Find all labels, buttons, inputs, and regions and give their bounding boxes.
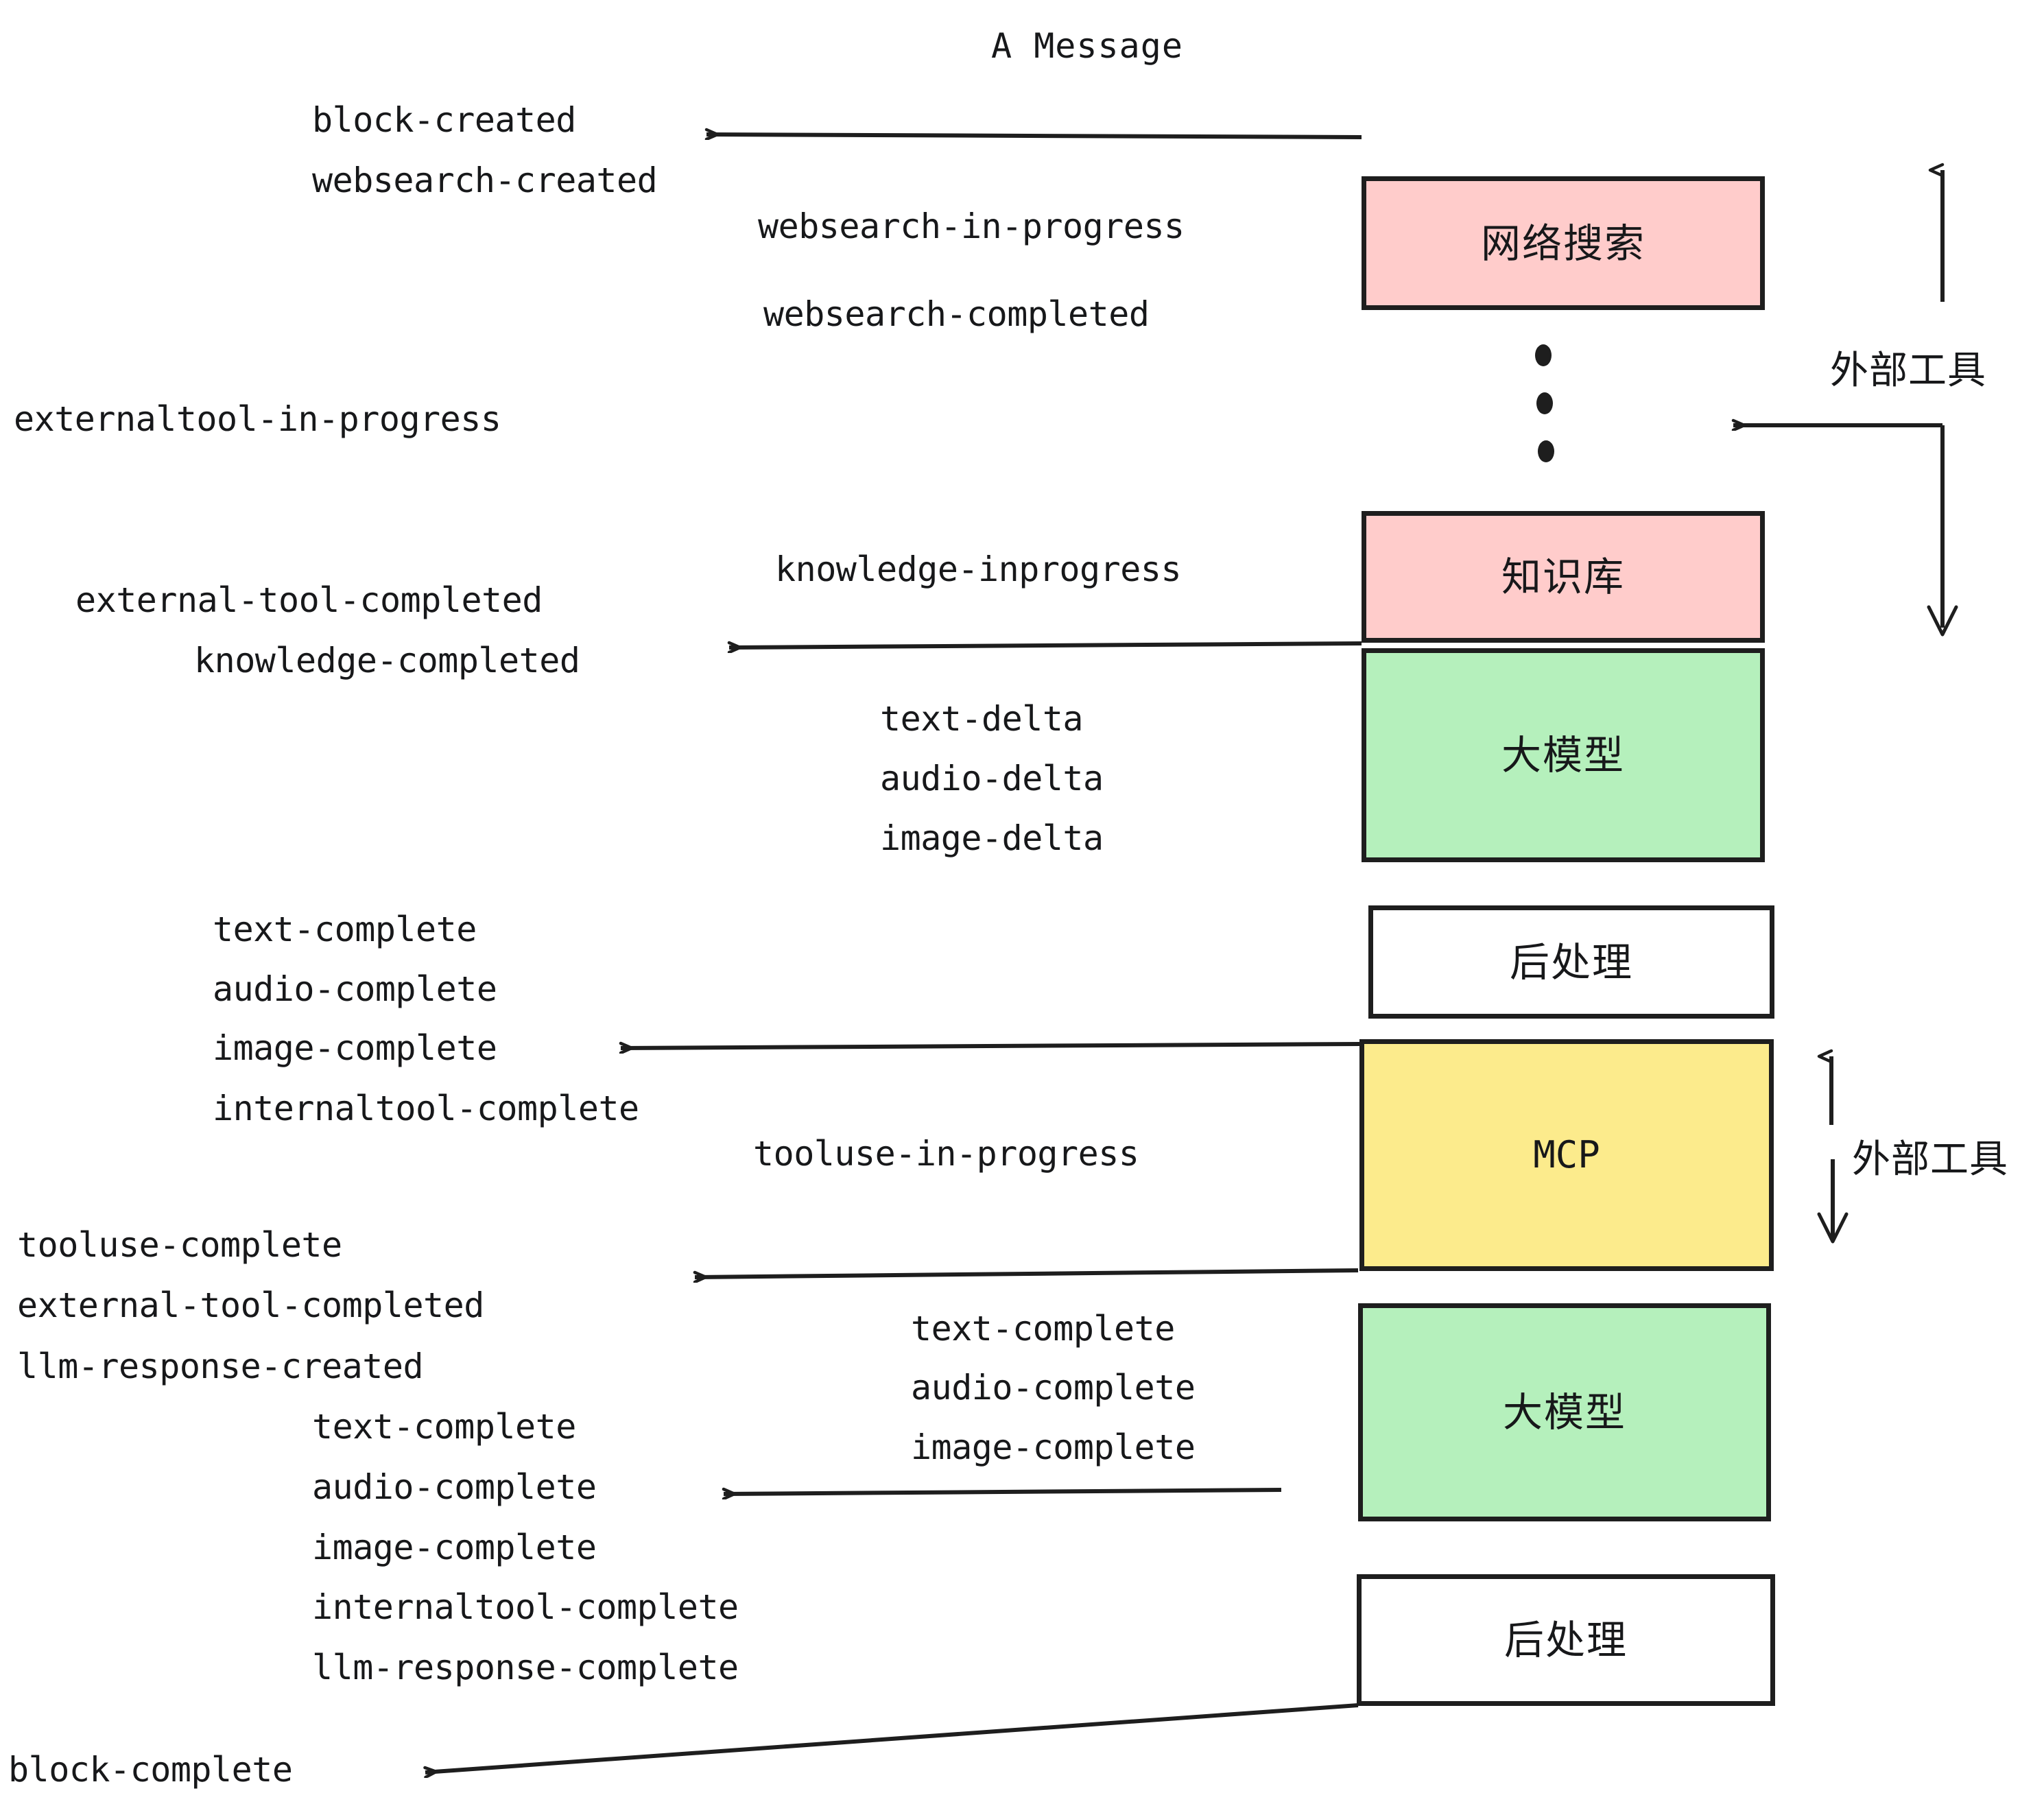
box-postprocess-top[interactable]: 后处理 — [1368, 905, 1774, 1019]
event-label-text-delta-2: text-complete — [911, 1309, 1175, 1349]
side-note-external-tool-top: 外部工具 — [1830, 348, 1986, 393]
event-label-audio-complete-2: audio-complete — [312, 1467, 597, 1507]
box-llm-bottom[interactable]: 大模型 — [1358, 1303, 1771, 1521]
event-label-knowledge-completed: knowledge-completed — [194, 641, 580, 680]
box-knowledge-label: 知识库 — [1501, 554, 1625, 600]
event-label-tooluse-complete: tooluse-complete — [17, 1225, 342, 1265]
event-label-audio-delta-1: audio-delta — [880, 759, 1104, 798]
arrow-llm-bottom-to-audio-complete — [724, 1490, 1282, 1494]
event-label-externaltool-in-progress: externaltool-in-progress — [14, 399, 501, 439]
event-label-tooluse-in-progress: tooluse-in-progress — [753, 1134, 1139, 1174]
arrow-websearch-to-created — [706, 134, 1362, 137]
box-websearch[interactable]: 网络搜索 — [1362, 176, 1765, 310]
event-label-external-tool-completed-1: external-tool-completed — [75, 580, 543, 620]
box-postprocess-top-label: 后处理 — [1509, 938, 1633, 986]
event-label-block-created: block-created — [312, 100, 576, 140]
arrow-postprocess-to-block-complete — [425, 1703, 1359, 1772]
box-mcp[interactable]: MCP — [1359, 1039, 1774, 1271]
page-title: A Message — [991, 26, 1183, 66]
event-label-knowledge-inprogress: knowledge-inprogress — [775, 549, 1182, 589]
box-websearch-label: 网络搜索 — [1480, 219, 1645, 267]
external-tool-bracket-bottom — [1817, 1056, 1849, 1244]
event-label-audio-delta-2: audio-complete — [911, 1368, 1196, 1408]
event-label-image-complete-1: image-complete — [213, 1028, 497, 1068]
event-label-text-delta-1: text-delta — [880, 699, 1084, 739]
vertical-ellipsis-dots — [1535, 344, 1554, 462]
box-postprocess-bottom-label: 后处理 — [1504, 1617, 1628, 1663]
event-label-llm-response-complete: llm-response-complete — [312, 1648, 739, 1687]
event-label-internaltool-complete-2: internaltool-complete — [312, 1587, 739, 1627]
event-label-text-complete-2: text-complete — [312, 1407, 576, 1447]
event-label-llm-response-created: llm-response-created — [17, 1346, 424, 1386]
event-label-external-tool-completed-2: external-tool-completed — [17, 1285, 484, 1325]
event-label-image-delta-2: image-complete — [911, 1427, 1196, 1467]
box-postprocess-bottom[interactable]: 后处理 — [1357, 1574, 1775, 1706]
box-knowledge[interactable]: 知识库 — [1362, 511, 1765, 643]
arrow-mcp-to-tooluse-complete — [695, 1268, 1359, 1277]
event-label-websearch-completed: websearch-completed — [763, 294, 1150, 334]
box-llm-bottom-label: 大模型 — [1502, 1389, 1626, 1436]
event-label-block-complete: block-complete — [8, 1750, 293, 1790]
event-label-websearch-created: websearch-created — [312, 161, 658, 200]
box-llm-top-label: 大模型 — [1501, 732, 1625, 779]
event-label-image-complete-2: image-complete — [312, 1528, 597, 1567]
event-label-text-complete-1: text-complete — [213, 910, 477, 949]
event-label-internaltool-complete-1: internaltool-complete — [213, 1089, 639, 1128]
event-label-websearch-in-progress: websearch-in-progress — [758, 206, 1185, 246]
side-note-external-tool-bottom: 外部工具 — [1852, 1137, 2008, 1182]
external-tool-bracket-top — [1733, 170, 1958, 637]
arrow-llm-top-to-image-complete — [621, 1044, 1360, 1048]
box-llm-top[interactable]: 大模型 — [1362, 648, 1765, 862]
arrow-knowledge-to-completed — [729, 643, 1362, 648]
box-mcp-label: MCP — [1533, 1133, 1600, 1176]
event-label-audio-complete-1: audio-complete — [213, 969, 497, 1009]
event-label-image-delta-1: image-delta — [880, 818, 1104, 858]
